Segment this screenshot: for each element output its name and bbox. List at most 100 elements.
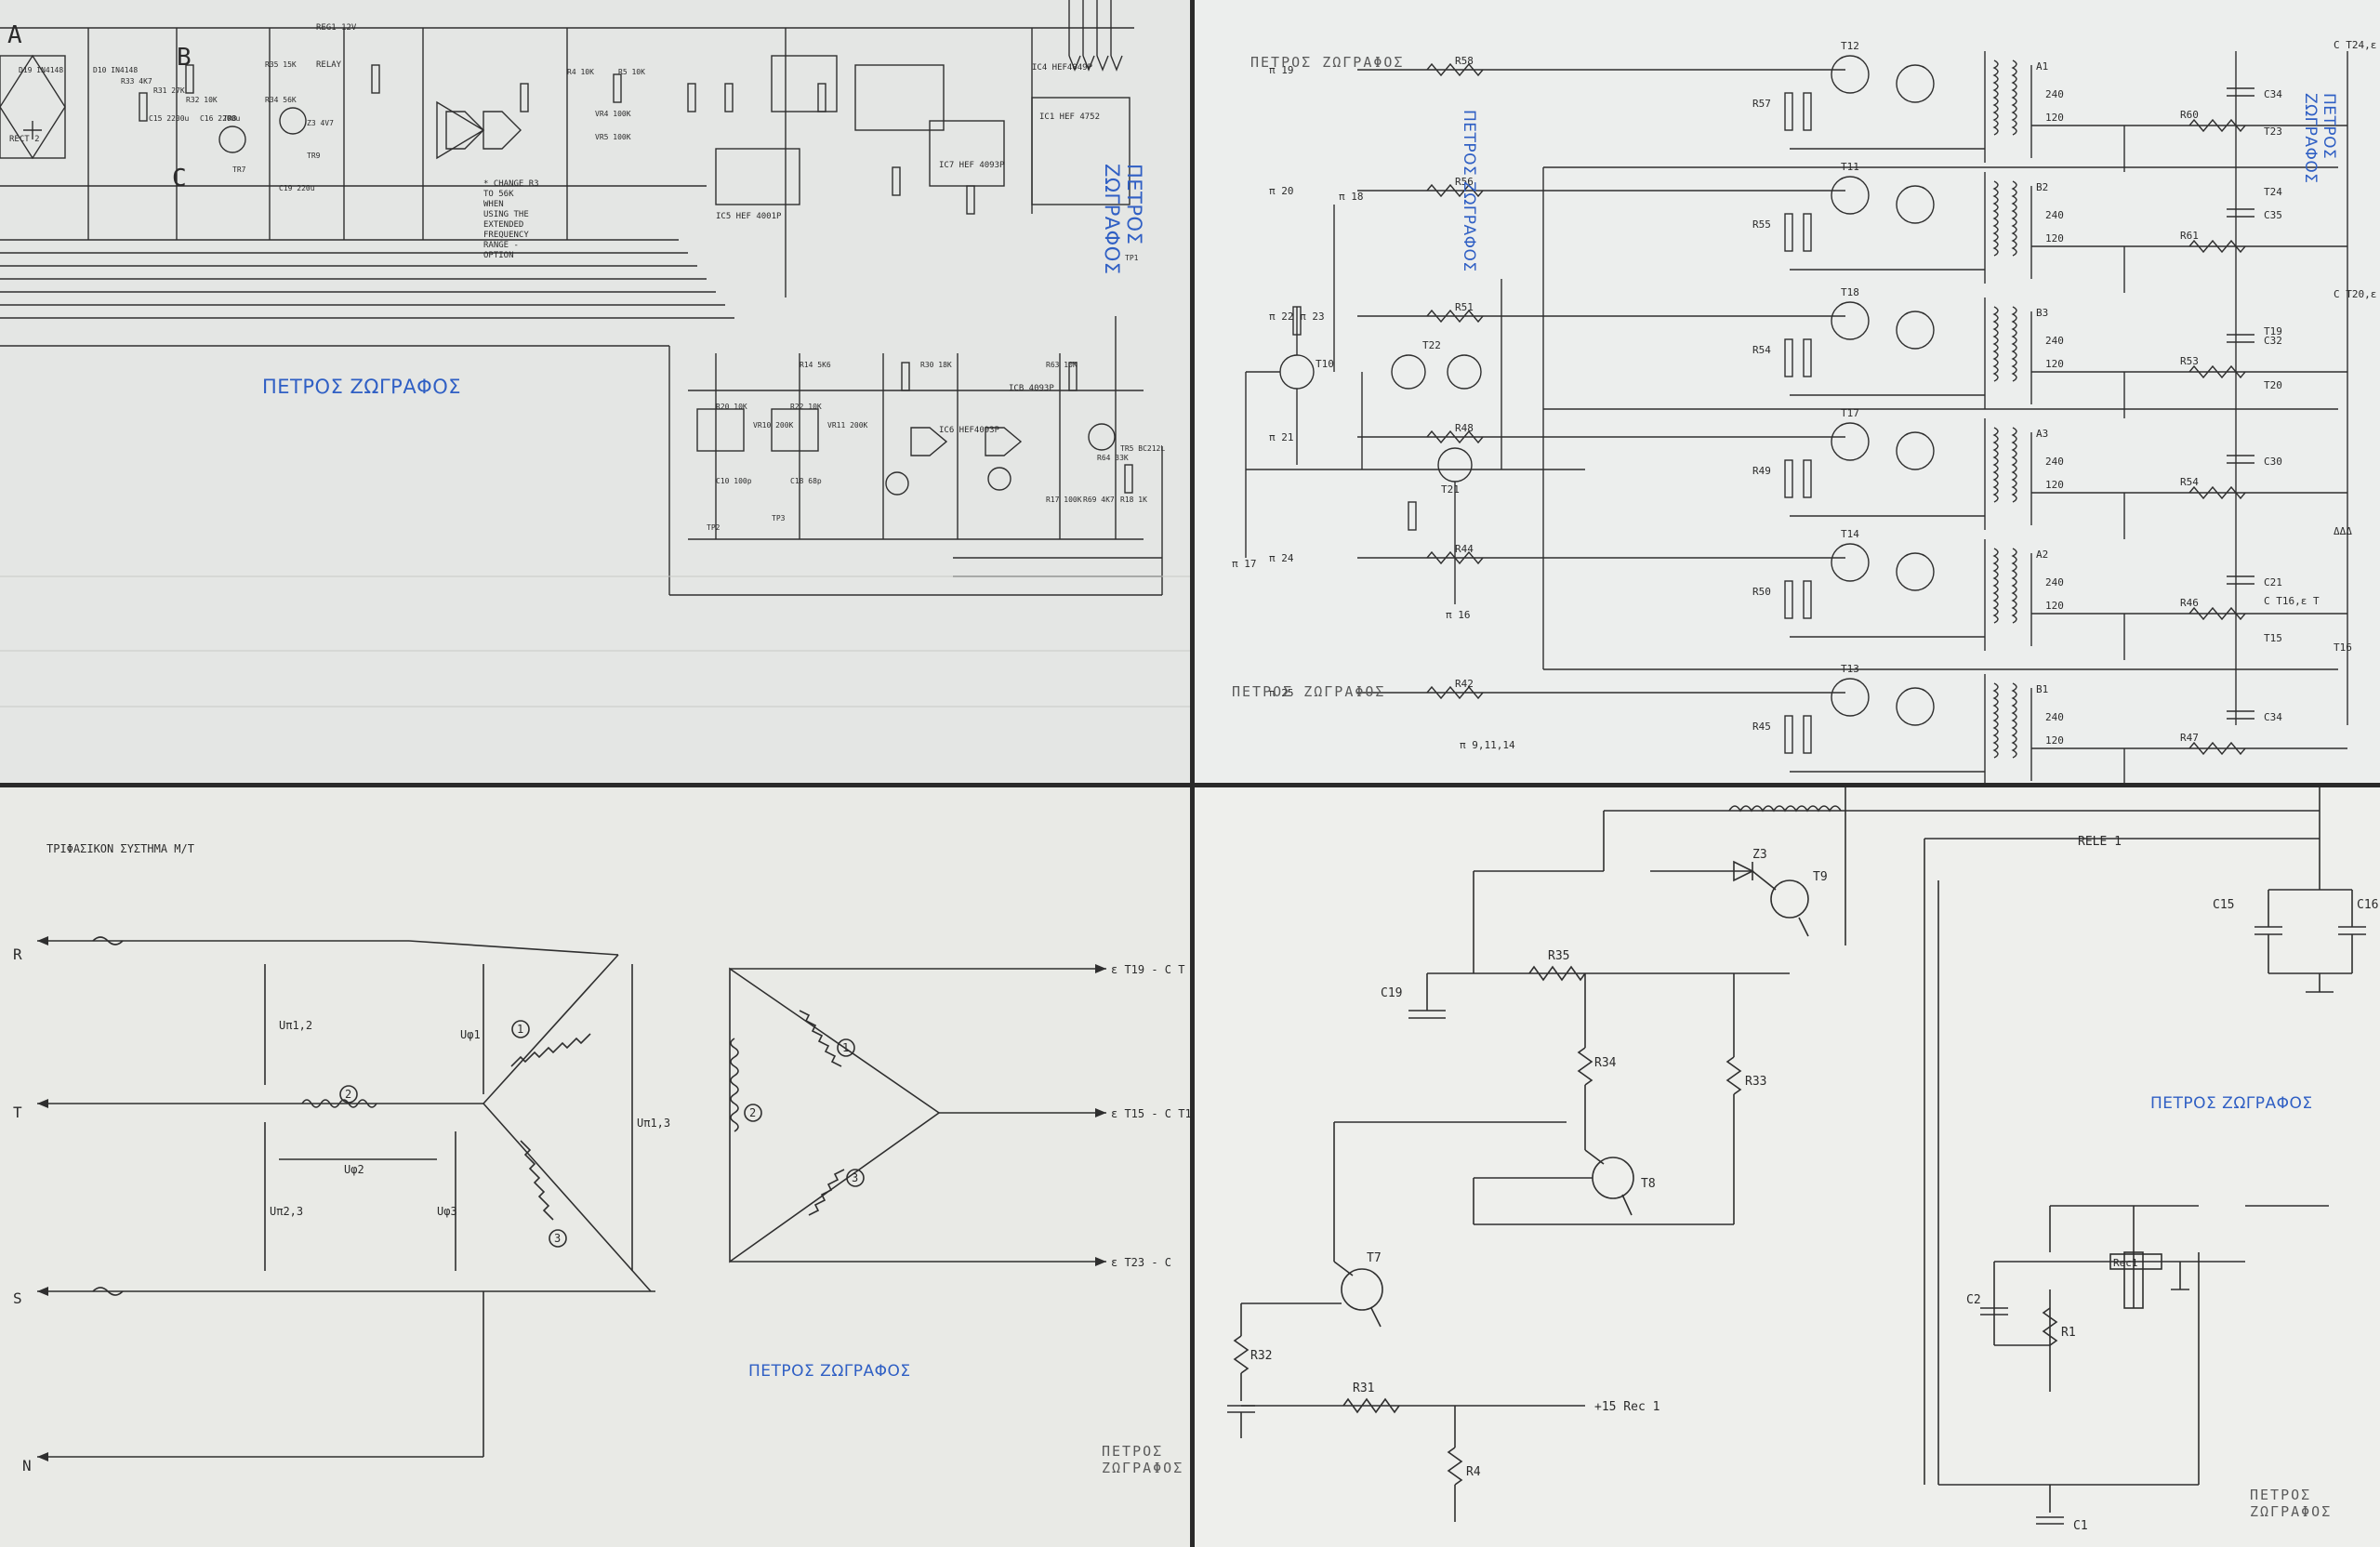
- driver-stage-shape: [1803, 92, 1812, 131]
- phase-s: S: [13, 1289, 22, 1307]
- resistor-label: R49: [1752, 465, 1771, 477]
- component-label: R30 18K: [920, 361, 952, 369]
- resistor-label: R53: [2180, 355, 2199, 367]
- driver-stage-shape: [1426, 62, 1484, 77]
- relay-label: RELAY: [316, 60, 342, 70]
- driver-stage-shape: [1426, 309, 1484, 324]
- output-label: T19: [2264, 325, 2282, 337]
- coil-value-label: 240: [2045, 209, 2064, 221]
- driver-stage-shape: [1831, 301, 1870, 340]
- driver-stage-shape: [1831, 678, 1870, 717]
- driver-stage-shape: [1896, 311, 1935, 350]
- output-label: T23: [2264, 126, 2282, 138]
- resistor-label: R44: [1455, 543, 1474, 555]
- driver-stage-shape: [2011, 180, 2017, 257]
- schematic-panel-relay-driver: Z3 T9 RELE 1 C15 C16 C19 R35 R34 R33 T8 …: [1195, 787, 2380, 1547]
- watermark-top-left-vertical: ΠΕΤΡΟΣ ΖΩΓΡΑΦΟΣ: [1101, 164, 1145, 275]
- input-pin-label: π 20: [1269, 185, 1294, 197]
- output-label: C T20,ε T19: [2334, 288, 2380, 300]
- schematic-panel-inverter-logic: RECT 2 REG1 12V RELAY IC1 HEF 4752 IC6 H…: [0, 0, 1190, 783]
- driver-stage-shape: [1784, 338, 1793, 377]
- voltage-uf1: Uφ1: [460, 1028, 481, 1041]
- title-stamp: ΠΕΤΡΟΣ ΖΩΓΡΑΦΟΣ: [1250, 54, 1405, 71]
- input-pin-label: π 24: [1269, 552, 1294, 564]
- output-label: ΔΔΔ: [2334, 525, 2352, 537]
- coil-terminal-label: B2: [2036, 181, 2048, 193]
- coil-value-label: 120: [2045, 479, 2064, 491]
- driver-stage-shape: [2011, 682, 2017, 759]
- ic7-label: IC7 HEF 4093P: [939, 161, 1005, 170]
- coil-value-label: 120: [2045, 232, 2064, 245]
- resistor-label: R47: [2180, 732, 2199, 744]
- label-c19: C19: [1381, 986, 1402, 1000]
- output-t19: ε T19 - C T: [1111, 963, 1184, 976]
- transistor-label: T22: [1422, 339, 1441, 351]
- component-label: TR8: [223, 114, 237, 123]
- label-r4: R4: [1466, 1465, 1481, 1479]
- note-line-5: EXTENDED: [483, 220, 523, 230]
- component-label: R4 10K: [567, 68, 594, 76]
- driver-stage-shape: [1992, 682, 1999, 759]
- label-rec1-supply: +15 Rec 1: [1594, 1400, 1659, 1414]
- resistor-label: R51: [1455, 301, 1474, 313]
- driver-stage-shape: [1896, 64, 1935, 103]
- component-label: D10 IN4148: [93, 66, 138, 74]
- inverter-logic-schematic: RECT 2 REG1 12V RELAY IC1 HEF 4752 IC6 H…: [0, 0, 1190, 707]
- coil-terminal-label: A1: [2036, 60, 2048, 73]
- phase-n: N: [22, 1457, 32, 1474]
- component-label: TP2: [707, 523, 721, 532]
- coil-value-label: 240: [2045, 711, 2064, 723]
- driver-stage-shape: [1992, 306, 1999, 382]
- driver-stage-shape: [1896, 431, 1935, 470]
- input-pin-label: π 22 π 23: [1269, 311, 1325, 323]
- label-c16: C16: [2357, 898, 2378, 912]
- component-label: R14 5K6: [800, 361, 831, 369]
- schematic-panel-three-phase: ΤΡΙΦΑΣΙΚΟΝ ΣΥΣΤΗΜΑ Μ/Τ R T S N Uπ1,2 Uπ2…: [0, 787, 1190, 1547]
- driver-stage-shape: [2188, 118, 2246, 133]
- capacitor-label: C32: [2264, 335, 2282, 347]
- note-line-3: WHEN: [483, 200, 504, 209]
- label-t8: T8: [1641, 1177, 1656, 1191]
- output-label: T20: [2264, 379, 2282, 391]
- resistor-label: R54: [2180, 476, 2199, 488]
- driver-stage-shape: [1784, 92, 1793, 131]
- label-c1: C1: [2073, 1519, 2088, 1533]
- label-r35: R35: [1548, 949, 1569, 963]
- resistor-label: R45: [1752, 721, 1771, 733]
- driver-stage-shape: [2188, 606, 2246, 621]
- output-label: C T16,ε T: [2264, 595, 2320, 607]
- component-label: R20 10K: [716, 403, 747, 411]
- capacitor-label: C21: [2264, 576, 2282, 588]
- phase-r: R: [13, 945, 22, 963]
- marker-b: B: [177, 44, 192, 72]
- winding-3: 3: [554, 1232, 561, 1245]
- label-z3: Z3: [1752, 848, 1767, 862]
- coil-value-label: 240: [2045, 335, 2064, 347]
- driver-stage-shape: [2011, 306, 2017, 382]
- winding-1: 1: [517, 1023, 523, 1036]
- transistor-label: T17: [1841, 407, 1859, 419]
- diagram-title: ΤΡΙΦΑΣΙΚΟΝ ΣΥΣΤΗΜΑ Μ/Τ: [46, 842, 194, 855]
- coil-terminal-label: A3: [2036, 428, 2048, 440]
- component-label: TR7: [232, 165, 246, 174]
- driver-stage-shape: [2188, 485, 2246, 500]
- coil-value-label: 240: [2045, 576, 2064, 588]
- driver-stage-shape: [1831, 422, 1870, 461]
- label-c2: C2: [1966, 1293, 1981, 1307]
- component-label: R32 10K: [186, 96, 218, 104]
- component-label: Z3 4V7: [307, 119, 334, 127]
- voltage-u13: Uπ1,3: [637, 1117, 670, 1130]
- component-label: R63 10K: [1046, 361, 1078, 369]
- ic6-label: IC6 HEF4093P: [939, 426, 1000, 435]
- component-label: R34 56K: [265, 96, 297, 104]
- driver-stage-shape: [1831, 543, 1870, 582]
- marker-a: A: [7, 21, 22, 49]
- component-label: R31 27K: [153, 86, 185, 95]
- driver-stage-shape: [1896, 687, 1935, 726]
- coil-value-label: 240: [2045, 456, 2064, 468]
- input-pin-label: π 21: [1269, 431, 1294, 443]
- driver-stage-shape: [1426, 430, 1484, 444]
- component-label: R18 1K: [1120, 496, 1147, 504]
- label-r33: R33: [1745, 1075, 1766, 1089]
